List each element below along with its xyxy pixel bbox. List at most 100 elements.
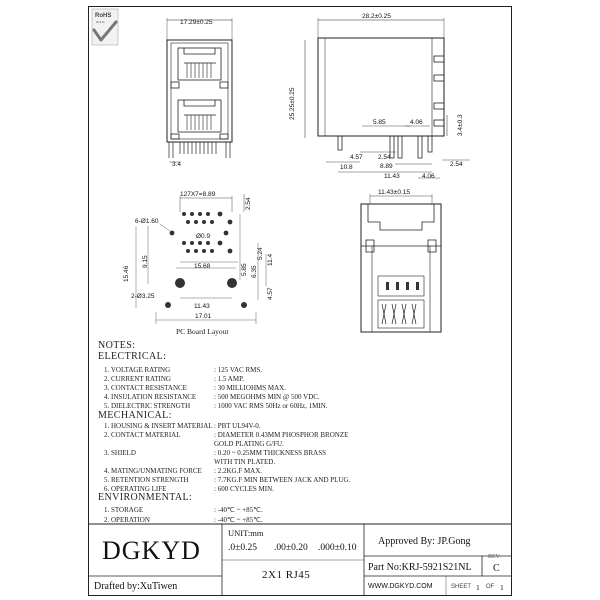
sheet-label: SHEET xyxy=(451,584,472,590)
spec-label: 2. CONTACT MATERIAL xyxy=(104,431,181,439)
dim-pcb-1143: 11.43 xyxy=(194,303,210,310)
dim-pcb-114: 11.4 xyxy=(267,253,274,266)
mechanical-title: MECHANICAL: xyxy=(98,410,172,421)
rev-label: REV. xyxy=(488,554,501,560)
dim-pcb-915: 9.15 xyxy=(142,255,149,268)
dim-side-height: 25.25±0.25 xyxy=(289,87,296,120)
tolerance-2: .00±0.20 xyxy=(274,543,308,553)
dim-108: 10.8 xyxy=(340,164,353,171)
dim-pcb-457: 4.57 xyxy=(267,287,274,300)
spec-label: 6. OPERATING LIFE xyxy=(104,485,167,493)
spec-value: : -40℃ ~ +85℃. xyxy=(214,506,263,514)
dim-pcb-1701: 17.01 xyxy=(195,313,212,320)
rohs-label: RoHS xyxy=(95,13,111,19)
spec-label: 3. CONTACT RESISTANCE xyxy=(104,384,187,392)
spec-value: : 600 CYCLES MIN. xyxy=(214,485,274,493)
spec-value: GOLD PLATING G/FU. xyxy=(214,440,284,448)
spec-label: 1. VOLTAGE RATING xyxy=(104,366,171,374)
spec-value: : 1.5 AMP. xyxy=(214,375,244,383)
side-view xyxy=(304,18,470,179)
mechanical-row: GOLD PLATING G/FU. xyxy=(104,441,484,449)
dim-pcb-hole: 6-Ø1.60 xyxy=(135,218,159,225)
unit-label: UNIT:mm xyxy=(228,528,264,538)
dim-406: 4.06 xyxy=(410,119,423,126)
spec-label: 2. CURRENT RATING xyxy=(104,375,171,383)
pcb-caption: PC Board Layout xyxy=(176,327,229,336)
spec-label: 4. INSULATION RESISTANCE xyxy=(104,393,197,401)
electrical-row: 2. CURRENT RATING : 1.5 AMP. xyxy=(104,376,484,384)
dim-pcb-1568: 15.68 xyxy=(194,263,211,270)
mechanical-row: 6. OPERATING LIFE : 600 CYCLES MIN. xyxy=(104,486,484,494)
mechanical-row: 4. MATING/UNMATING FORCE : 2.2KG.F MAX. xyxy=(104,468,484,476)
mechanical-row: WITH TIN PLATED. xyxy=(104,459,484,467)
dim-457: 4.57 xyxy=(350,154,363,161)
spec-value: WITH TIN PLATED. xyxy=(214,458,276,466)
dim-889: 8.89 xyxy=(380,163,393,170)
spec-label: 1. STORAGE xyxy=(104,506,144,514)
spec-label: 3. SHIELD xyxy=(104,449,136,457)
dim-pcb-585: 5.85 xyxy=(241,263,248,276)
front-view xyxy=(166,18,233,163)
spec-value: : 1000 VAC RMS 50Hz or 60Hz, 1MIN. xyxy=(214,402,328,410)
sheet-number: 1 xyxy=(476,583,480,592)
part-number: Part No:KRJ-5921S21NL xyxy=(368,562,472,573)
spec-value: : PBT UL94V-0. xyxy=(214,422,261,430)
spec-value: : 2.2KG.F MAX. xyxy=(214,467,263,475)
spec-value: : 30 MILLIOHMS MAX. xyxy=(214,384,286,392)
dim-side-width: 28.2±0.25 xyxy=(362,13,391,20)
dim-pcb-524: 5.24 xyxy=(257,247,264,260)
dim-254a: 2.54 xyxy=(378,154,391,161)
rev-value: C xyxy=(493,563,500,574)
dim-front-pin: 3.4 xyxy=(172,161,181,168)
electrical-row: 5. DIELECTRIC STRENGTH : 1000 VAC RMS 50H… xyxy=(104,403,484,411)
spec-label: 4. MATING/UNMATING FORCE xyxy=(104,467,202,475)
mechanical-row: 5. RETENTION STRENGTH : 7.7KG.F MIN BETWE… xyxy=(104,477,484,485)
spec-value: : -40℃ ~ +85℃. xyxy=(214,516,263,524)
tolerance-3: .000±0.10 xyxy=(318,543,357,553)
dim-406b: 4.06 xyxy=(422,173,435,180)
dim-bottom-width: 11.43±0.15 xyxy=(378,189,410,196)
spec-label: 5. DIELECTRIC STRENGTH xyxy=(104,402,191,410)
environmental-title: ENVIRONMENTAL: xyxy=(98,492,193,503)
spec-value: : 500 MEGOHMS MIN @ 500 VDC. xyxy=(214,393,320,401)
product-name: 2X1 RJ45 xyxy=(262,569,311,581)
bottom-view xyxy=(360,194,442,333)
dim-pcb-d09: Ø0.9 xyxy=(196,233,210,240)
dim-pcb-254: 2.54 xyxy=(245,197,252,210)
rohs-logo: RoHS ROHS xyxy=(91,8,119,46)
sheet-border xyxy=(88,6,512,596)
electrical-row: 3. CONTACT RESISTANCE : 30 MILLIOHMS MAX. xyxy=(104,385,484,393)
environmental-row: 1. STORAGE : -40℃ ~ +85℃. xyxy=(104,507,484,515)
dim-pcb-top: 127X7=8.89 xyxy=(180,191,216,198)
dim-pcb-635: 6.35 xyxy=(251,265,258,278)
check-icon xyxy=(92,20,118,42)
mechanical-row: 2. CONTACT MATERIAL : DIAMETER 0.43MM PHO… xyxy=(104,432,484,440)
pcb-layout xyxy=(135,194,267,324)
spec-value: : 125 VAC RMS. xyxy=(214,366,262,374)
company-name: DGKYD xyxy=(102,536,201,565)
spec-value: : DIAMETER 0.43MM PHOSPHOR BRONZE xyxy=(214,431,349,439)
dim-pcb-2hole: 2-Ø3.25 xyxy=(131,293,155,300)
dim-585: 5.85 xyxy=(373,119,386,126)
spec-label: 1. HOUSING & INSERT MATERIAL xyxy=(104,422,213,430)
mechanical-row: 1. HOUSING & INSERT MATERIAL: PBT UL94V-… xyxy=(104,423,484,431)
drafted-by: Drafted by:XuTiwen xyxy=(94,581,178,592)
dim-254b: 2.54 xyxy=(450,161,463,168)
environmental-row: 2. OPERATION: -40℃ ~ +85℃. xyxy=(104,517,484,525)
approved-by: Approved By: JP.Gong xyxy=(378,536,471,547)
dim-pcb-1546: 15.46 xyxy=(123,265,130,282)
sheet-total: 1 xyxy=(500,583,504,592)
dim-front-width: 17.29±0.25 xyxy=(180,19,213,26)
spec-label: 5. RETENTION STRENGTH xyxy=(104,476,189,484)
notes-title: NOTES: xyxy=(98,340,136,351)
rohs-sub: ROHS xyxy=(96,20,105,24)
spec-value: : 7.7KG.F MIN BETWEEN JACK AND PLUG. xyxy=(214,476,351,484)
electrical-row: 4. INSULATION RESISTANCE : 500 MEGOHMS MI… xyxy=(104,394,484,402)
dim-1143: 11.43 xyxy=(384,173,400,180)
electrical-title: ELECTRICAL: xyxy=(98,351,167,362)
tolerance-1: .0±0.25 xyxy=(228,543,257,553)
spec-value: : 0.20 ~ 0.25MM THICKNESS BRASS xyxy=(214,449,326,457)
title-block xyxy=(88,523,512,596)
